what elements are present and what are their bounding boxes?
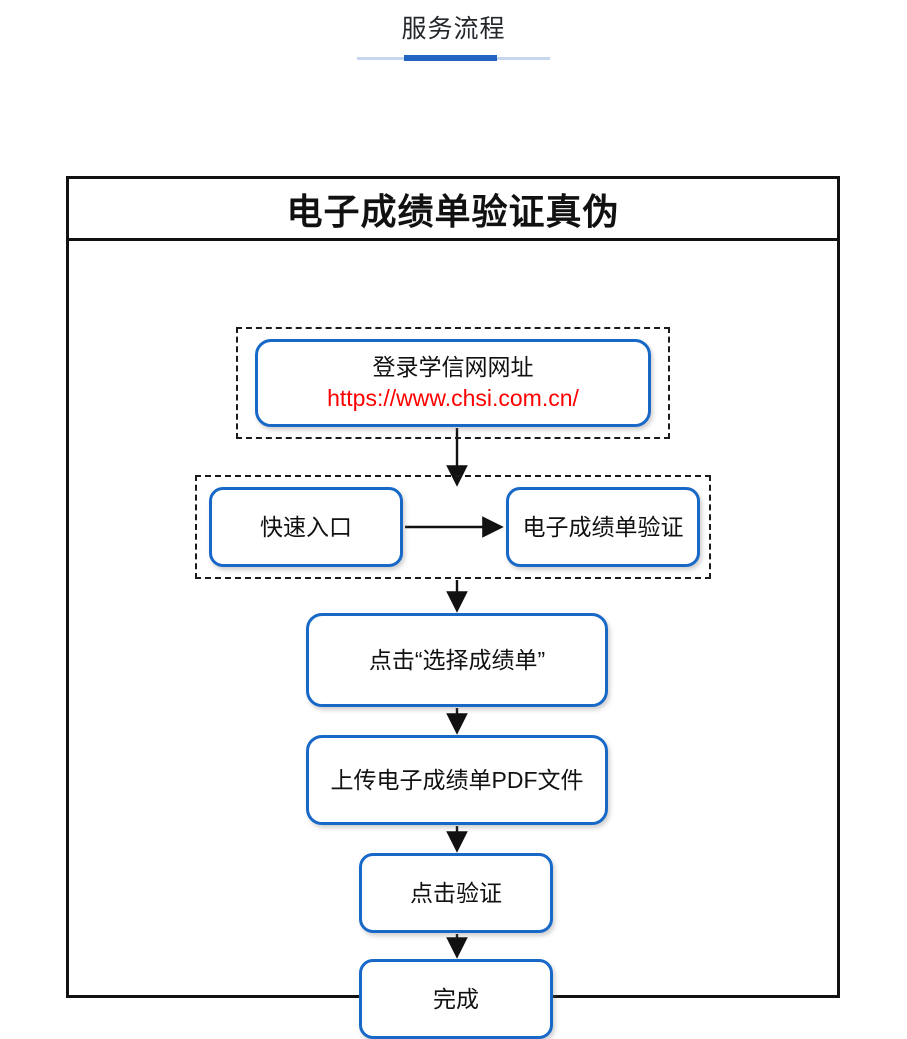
flowchart-frame: 电子成绩单验证真伪 登录学信网网址 (66, 176, 840, 1039)
node-done[interactable]: 完成 (359, 959, 553, 1039)
dashed-group-login (236, 327, 670, 439)
page-header: 服务流程 (0, 0, 907, 70)
node-select-transcript[interactable]: 点击“选择成绩单” (306, 613, 608, 707)
node-transcript-verify-label: 电子成绩单验证 (522, 513, 684, 540)
node-login-url-title: 登录学信网网址 (372, 354, 534, 380)
dashed-group-entry (195, 475, 711, 579)
node-upload-pdf[interactable]: 上传电子成绩单PDF文件 (306, 735, 608, 825)
node-transcript-verify[interactable]: 电子成绩单验证 (506, 487, 700, 567)
node-quick-entry-label: 快速入口 (260, 513, 352, 540)
flowchart-body: 登录学信网网址 https://www.chsi.com.cn/ 快速入口 电子… (69, 241, 837, 1039)
node-login-url-link[interactable]: https://www.chsi.com.cn/ (327, 385, 579, 411)
node-select-transcript-label: 点击“选择成绩单” (368, 646, 546, 673)
node-click-verify-label: 点击验证 (410, 879, 502, 906)
node-quick-entry[interactable]: 快速入口 (209, 487, 403, 567)
node-done-label: 完成 (433, 985, 479, 1012)
flowchart-heading-text: 电子成绩单验证真伪 (286, 190, 620, 232)
node-login-url[interactable]: 登录学信网网址 https://www.chsi.com.cn/ (255, 339, 651, 427)
flowchart-heading: 电子成绩单验证真伪 (69, 179, 837, 241)
node-upload-pdf-label: 上传电子成绩单PDF文件 (330, 766, 584, 793)
node-click-verify[interactable]: 点击验证 (359, 853, 553, 933)
title-underline-accent (404, 55, 497, 61)
page-title: 服务流程 (401, 15, 506, 43)
